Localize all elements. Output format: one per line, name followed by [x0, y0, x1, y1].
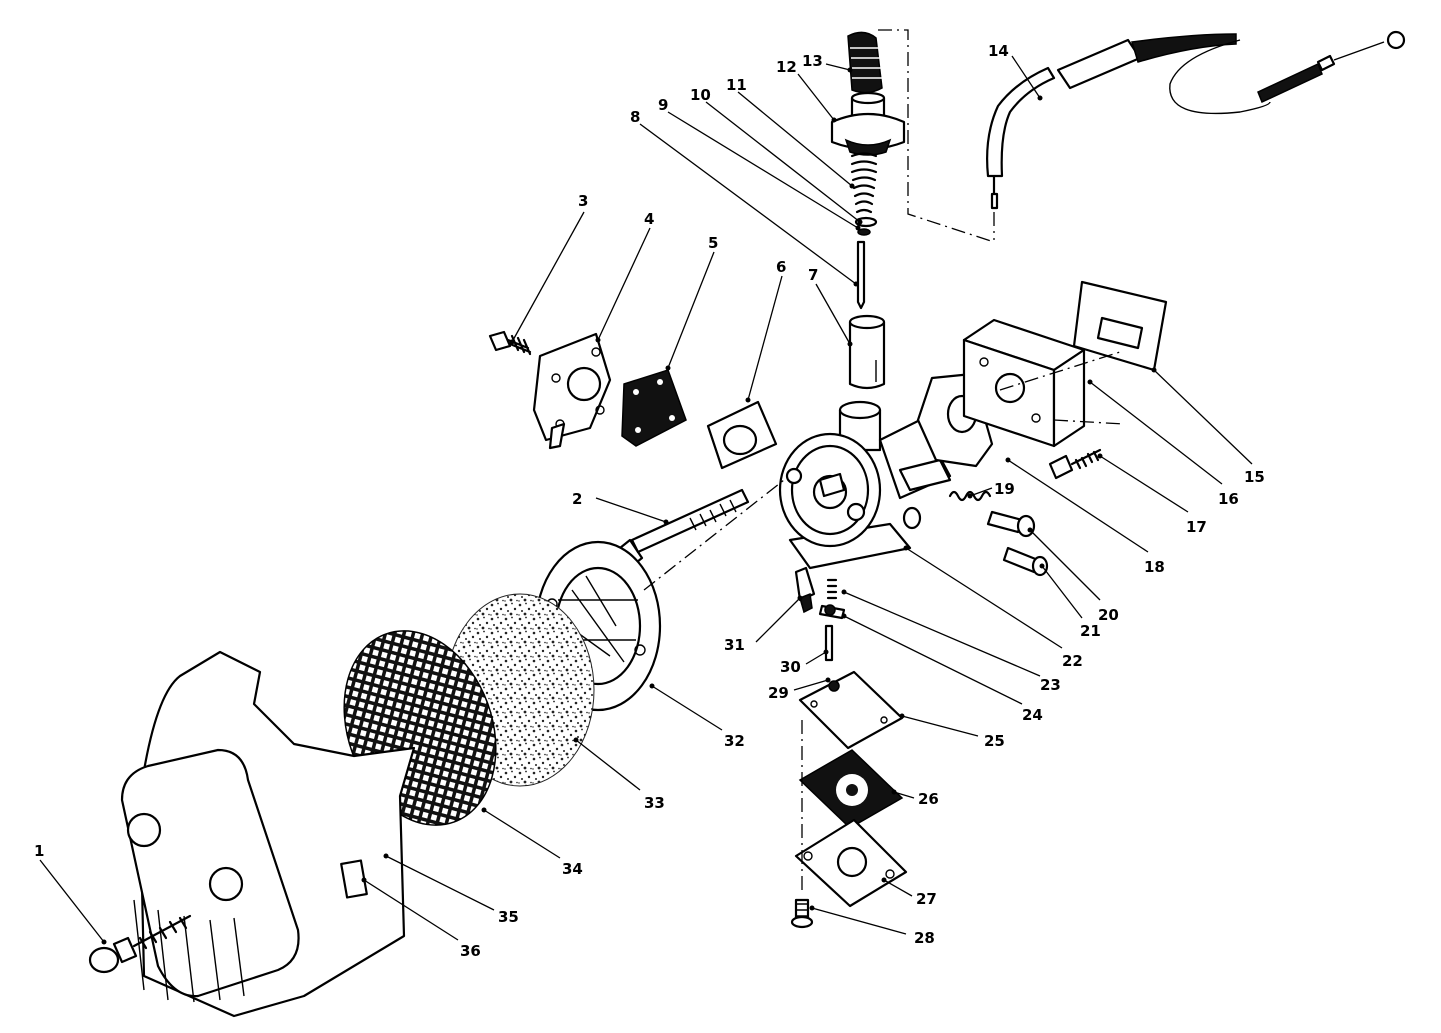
callout-31: 31	[724, 636, 745, 654]
callout-4: 4	[644, 210, 654, 228]
callout-9: 9	[658, 96, 668, 114]
callout-22: 22	[1062, 652, 1083, 670]
metering-diaphragm-part	[798, 749, 904, 829]
assembly-line	[643, 479, 785, 591]
callout-6: 6	[776, 258, 786, 276]
carburetor-body-part	[778, 400, 952, 570]
idle-spring-part	[948, 490, 992, 502]
callout-26: 26	[918, 790, 939, 808]
cover-bottom-screw-part	[790, 898, 814, 929]
cover-screw-part	[88, 914, 192, 974]
block-gasket-part	[1072, 280, 1168, 372]
callout-labels: 1 2 3 4 5 6 7 8 9 10 11 12 13 14 15 16 1…	[34, 42, 1265, 960]
throttle-knob-part	[847, 31, 883, 94]
callout-13: 13	[802, 52, 823, 70]
callout-33: 33	[644, 794, 665, 812]
carburetor-cap-part	[830, 91, 906, 156]
metering-cover-part	[794, 818, 908, 908]
insulator-block-part	[962, 318, 1086, 448]
callout-17: 17	[1186, 518, 1207, 536]
fuel-pump-cover-part	[532, 332, 612, 450]
throttle-spring-part	[850, 152, 878, 214]
callout-20: 20	[1098, 606, 1119, 624]
callout-5: 5	[708, 234, 718, 252]
callout-34: 34	[562, 860, 583, 878]
through-bolt-part	[618, 488, 750, 568]
throttle-slide-part	[848, 314, 886, 390]
callout-14: 14	[988, 42, 1009, 60]
callout-11: 11	[726, 76, 747, 94]
callout-36: 36	[460, 942, 481, 960]
assembly-line	[999, 351, 1125, 425]
callout-3: 3	[578, 192, 588, 210]
callout-29: 29	[768, 684, 789, 702]
callout-19: 19	[994, 480, 1015, 498]
callout-16: 16	[1218, 490, 1239, 508]
mixture-screw-part	[1002, 546, 1049, 577]
lever-pin-part	[824, 624, 834, 662]
callout-21: 21	[1080, 622, 1101, 640]
pump-diaphragm-part	[621, 369, 687, 447]
callout-8: 8	[630, 108, 640, 126]
air-cleaner-cover-part	[120, 650, 416, 1018]
pump-gasket-part	[706, 400, 778, 470]
callout-2: 2	[572, 490, 582, 508]
callout-15: 15	[1244, 468, 1265, 486]
callout-27: 27	[916, 890, 937, 908]
callout-10: 10	[690, 86, 711, 104]
callout-30: 30	[780, 658, 801, 676]
pump-cover-screw-part	[488, 330, 532, 356]
callout-32: 32	[724, 732, 745, 750]
callout-24: 24	[1022, 706, 1043, 724]
inlet-needle-part	[794, 566, 816, 614]
callout-25: 25	[984, 732, 1005, 750]
callout-18: 18	[1144, 558, 1165, 576]
mounting-screw-part	[1048, 448, 1102, 480]
jet-needle-part	[856, 240, 866, 310]
callout-7: 7	[808, 266, 818, 284]
callout-1: 1	[34, 842, 44, 860]
metering-lever-part	[818, 604, 846, 620]
callout-28: 28	[914, 929, 935, 947]
throttle-cable-part	[986, 30, 1406, 210]
idle-screw-part	[986, 510, 1036, 538]
leader-lines	[39, 55, 1253, 945]
metering-spring-part	[826, 578, 838, 600]
callout-12: 12	[776, 58, 797, 76]
callout-35: 35	[498, 908, 519, 926]
callout-23: 23	[1040, 676, 1061, 694]
